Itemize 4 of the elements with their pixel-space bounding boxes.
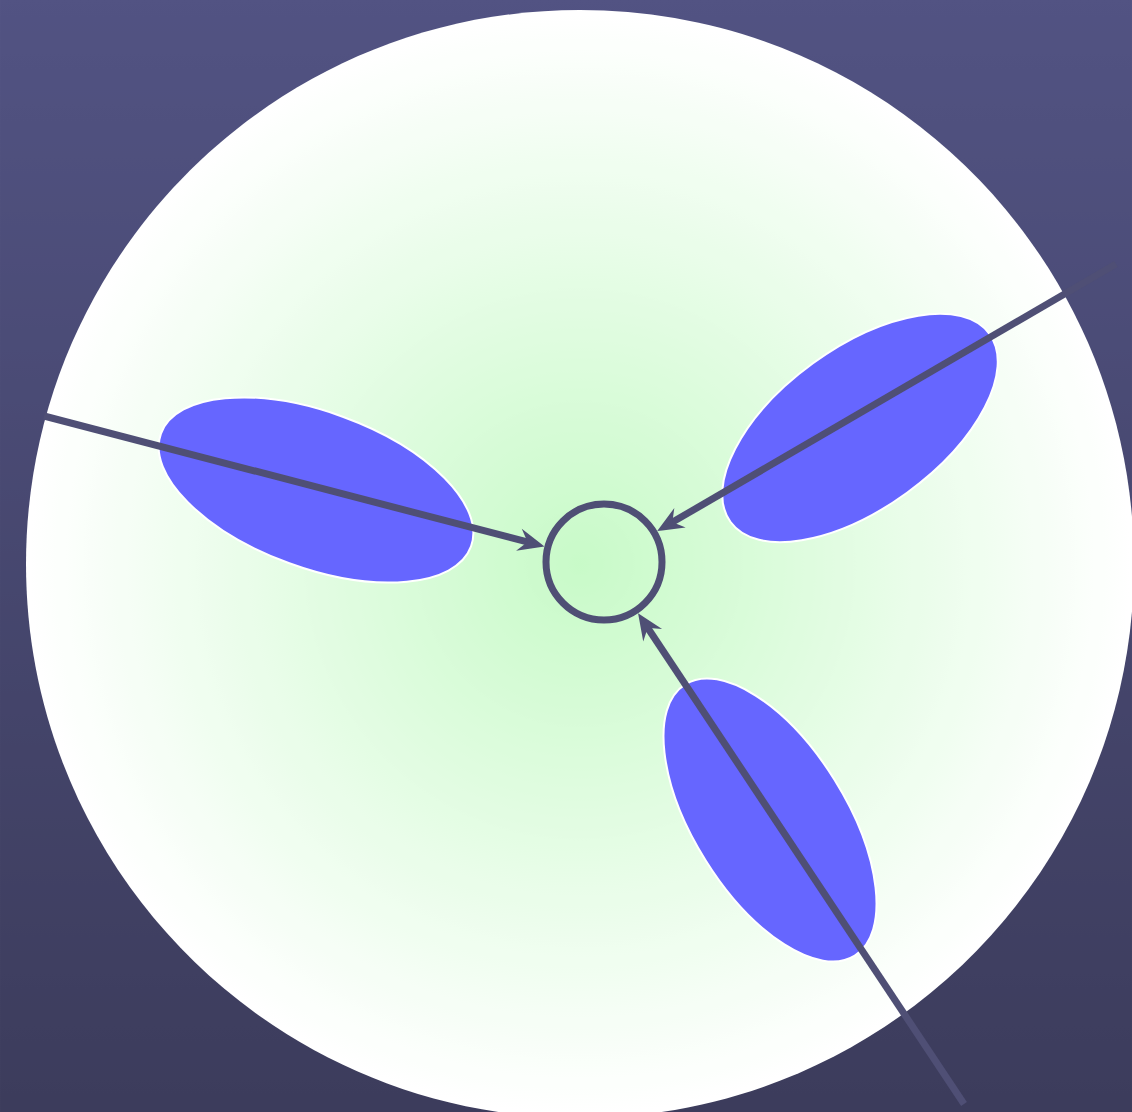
ellipse-blade bbox=[721, 313, 999, 543]
ellipse-blade bbox=[157, 396, 475, 584]
center-ring bbox=[542, 500, 666, 624]
ellipse-blade bbox=[662, 677, 878, 963]
